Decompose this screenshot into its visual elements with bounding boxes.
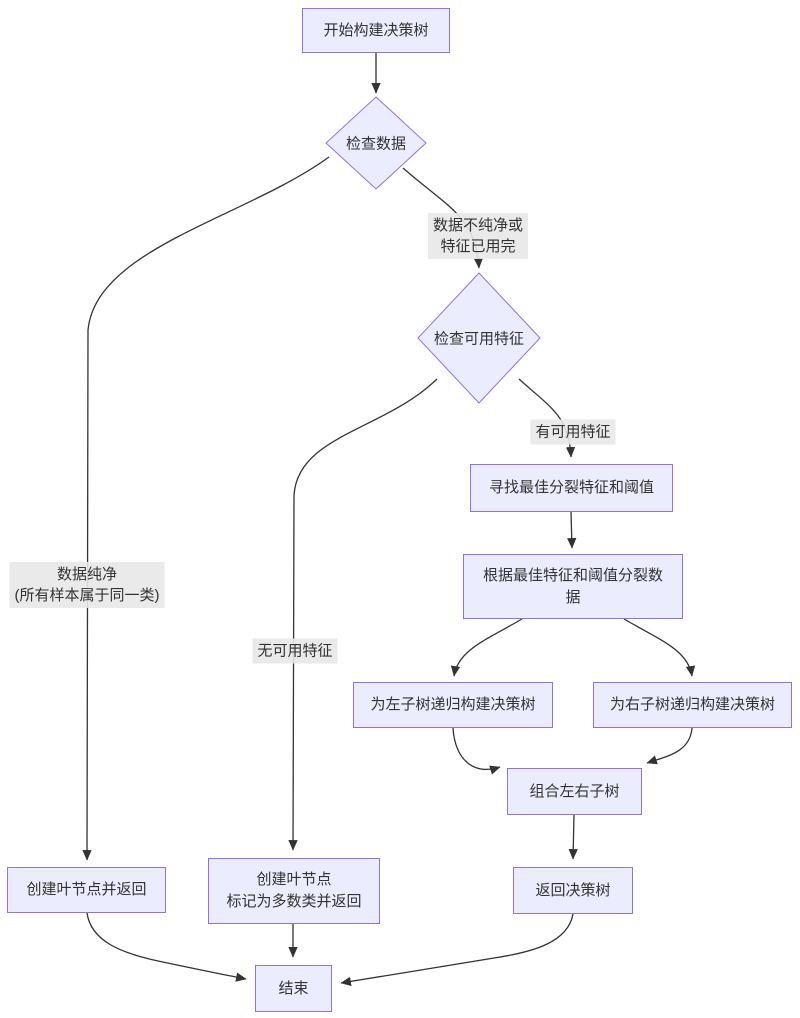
node-split-data: 根据最佳特征和阈值分裂数 据 bbox=[463, 554, 683, 619]
edge-find-best-to-split-data bbox=[567, 511, 577, 549]
node-check-features-label: 检查可用特征 bbox=[433, 330, 525, 348]
node-return-tree: 返回决策树 bbox=[513, 867, 633, 914]
node-right-subtree-label: 为右子树递归构建决策树 bbox=[609, 696, 775, 713]
node-start: 开始构建决策树 bbox=[302, 8, 450, 53]
edge-split-data-to-left-subtree bbox=[450, 618, 523, 677]
edge-label-impure-line2: 特征已用完 bbox=[440, 238, 516, 255]
edge-label-pure-line2: (所有样本属于同一类) bbox=[14, 587, 160, 604]
check-data-diamond bbox=[325, 96, 427, 190]
edge-left-subtree-to-combine bbox=[452, 727, 501, 775]
node-leaf-majority-line1: 创建叶节点 bbox=[256, 871, 332, 888]
edge-leaf-return-to-end bbox=[86, 912, 247, 982]
edge-right-subtree-to-combine bbox=[646, 727, 693, 765]
node-end-label: 结束 bbox=[278, 979, 309, 997]
node-split-data-line2: 据 bbox=[565, 588, 581, 606]
edge-label-impure: 数据不纯净或 特征已用完 bbox=[427, 213, 529, 259]
edge-label-pure-line1: 数据纯净 bbox=[56, 566, 117, 583]
node-split-data-line1: 根据最佳特征和阈值分裂数 bbox=[482, 566, 663, 584]
edge-check-features-to-find-best bbox=[518, 378, 576, 458]
node-left-subtree-label: 为左子树递归构建决策树 bbox=[370, 696, 536, 713]
check-features-diamond bbox=[417, 272, 541, 404]
node-end: 结束 bbox=[255, 965, 332, 1012]
edge-split-data-to-right-subtree bbox=[623, 618, 696, 677]
edge-combine-to-return-tree bbox=[568, 814, 578, 860]
node-return-tree-label: 返回决策树 bbox=[535, 881, 611, 899]
node-leaf-majority: 创建叶节点 标记为多数类并返回 bbox=[208, 858, 380, 924]
node-combine-label: 组合左右子树 bbox=[529, 782, 620, 800]
node-find-best-split: 寻找最佳分裂特征和阈值 bbox=[470, 464, 673, 512]
edge-return-tree-to-end bbox=[340, 913, 574, 987]
edge-label-no-features: 无可用特征 bbox=[252, 638, 338, 664]
edge-label-has-features: 有可用特征 bbox=[530, 419, 616, 445]
node-leaf-majority-line2: 标记为多数类并返回 bbox=[226, 893, 362, 910]
node-leaf-return-label: 创建叶节点并返回 bbox=[26, 881, 147, 898]
node-right-subtree: 为右子树递归构建决策树 bbox=[593, 682, 792, 728]
node-left-subtree: 为左子树递归构建决策树 bbox=[353, 682, 553, 728]
edge-label-impure-line1: 数据不纯净或 bbox=[432, 217, 524, 234]
node-combine: 组合左右子树 bbox=[507, 768, 642, 815]
node-check-data-label: 检查数据 bbox=[345, 135, 407, 153]
edge-check-data-to-leaf-return bbox=[82, 156, 330, 861]
node-start-label: 开始构建决策树 bbox=[323, 21, 429, 39]
node-leaf-return: 创建叶节点并返回 bbox=[7, 867, 166, 913]
node-find-best-split-label: 寻找最佳分裂特征和阈值 bbox=[488, 479, 654, 496]
edge-check-features-to-leaf-majority bbox=[288, 378, 438, 851]
edge-label-pure: 数据纯净 (所有样本属于同一类) bbox=[9, 562, 165, 608]
